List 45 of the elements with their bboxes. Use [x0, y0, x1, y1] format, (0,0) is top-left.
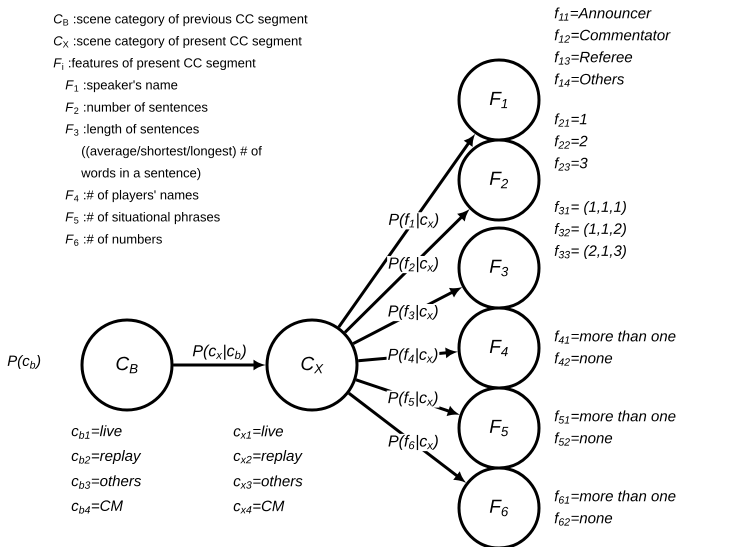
value-text: c$_{x1}$=live — [234, 425, 283, 439]
value-text: f$_{62}$=none — [554, 512, 612, 526]
value-text: f$_{42}$=none — [554, 352, 612, 366]
legend-text: C$_{X}$ :scene category of present CC segment — [54, 36, 302, 48]
edge-label: P(f$_{1}$|c$_{x}$) — [387, 212, 440, 230]
arrow — [344, 210, 468, 334]
value-text: f$_{21}$=1 — [554, 113, 586, 127]
value-text: f$_{31}$= (1,1,1) — [554, 201, 626, 215]
edge-label: P(f$_{6}$|c$_{x}$) — [386, 434, 440, 452]
value-text: c$_{x3}$=others — [234, 475, 302, 489]
value-text: c$_{b2}$=replay — [72, 450, 142, 464]
legend-text: F$_{2}$ :number of sentences — [66, 102, 208, 114]
value-text: c$_{b1}$=live — [72, 425, 122, 439]
value-text: f$_{12}$=Commentator — [554, 29, 671, 43]
legend-text: F$_{3}$ :length of sentences — [66, 124, 199, 136]
value-text: c$_{x2}$=replay — [234, 450, 303, 464]
value-text: c$_{x4}$=CM — [234, 500, 284, 514]
value-text: c$_{b4}$=CM — [72, 500, 123, 514]
arrow — [174, 360, 263, 370]
value-text: f$_{61}$=more than one — [554, 490, 676, 504]
value-text: f$_{51}$=more than one — [554, 410, 676, 424]
edge-label: P(f$_{3}$|c$_{x}$) — [386, 304, 440, 322]
edge-label: P(c$_{x}$|c$_{b}$) — [192, 344, 246, 360]
legend-text: F$_{1}$ :speaker's name — [66, 80, 178, 92]
value-text: c$_{b3}$=others — [72, 475, 141, 489]
value-text: f$_{32}$= (1,1,2) — [554, 223, 626, 237]
value-text: f$_{23}$=3 — [554, 157, 588, 171]
value-text: f$_{11}$=Announcer — [554, 7, 652, 21]
edge-label: P(f$_{4}$|c$_{x}$) — [386, 347, 440, 364]
legend-text: F$_{i}$ :features of present CC segment — [54, 58, 256, 70]
value-text: f$_{22}$=2 — [554, 135, 588, 149]
edge-label: P(f$_{5}$|c$_{x}$) — [386, 390, 440, 408]
edge-label: P(f$_{2}$|c$_{x}$) — [387, 256, 440, 274]
legend-text: F$_{5}$ :# of situational phrases — [66, 212, 220, 224]
value-text: f$_{13}$=Referee — [554, 51, 632, 65]
legend-text: F$_{4}$ :# of players' names — [66, 190, 198, 202]
legend-text: ((average/shortest/longest) # of words in a sentence) — [81, 146, 262, 180]
value-text: P(c$_{b}$) — [8, 355, 40, 369]
legend-text: C$_{B}$ :scene category of previous CC segment — [54, 14, 308, 26]
value-text: f$_{52}$=none — [554, 432, 612, 446]
value-text: f$_{41}$=more than one — [554, 330, 676, 344]
legend-text: F$_{6}$ :# of numbers — [66, 234, 162, 246]
value-text: f$_{14}$=Others — [554, 73, 624, 87]
value-text: f$_{33}$= (2,1,3) — [554, 245, 626, 259]
arrow — [338, 136, 474, 328]
